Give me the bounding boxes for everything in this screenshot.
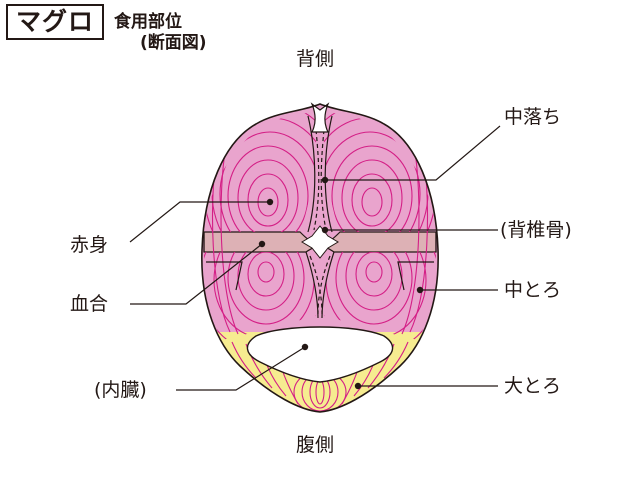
subtitle: 食用部位 (断面図) [114,12,274,54]
label-chiai: 血合 [70,293,109,315]
label-ventral-side: 腹側 [296,434,335,456]
label-chutoro: 中とろ [504,279,562,301]
leader-dots [258,176,424,390]
title-badge: マグロ [6,4,104,40]
viscera-region [246,326,394,383]
label-otoro: 大とろ [504,375,562,397]
subtitle-line2: (断面図) [140,33,207,53]
leader-lines [129,125,501,391]
label-nakaochi: 中落ち [504,106,562,128]
spine-cavity [301,225,339,259]
label-dorsal-side: 背側 [296,48,335,70]
body-outline [201,103,439,413]
spine-dashed-lines [309,129,331,315]
label-akami: 赤身 [70,234,109,256]
label-sekitsuikotsu: (背椎骨) [500,219,572,241]
leader-naizou [176,346,306,391]
subtitle-line1: 食用部位 [114,12,182,32]
leader-nakaochi [325,125,501,181]
label-naizou: (内臓) [94,379,147,401]
leader-akami [129,201,270,243]
leader-chiai [130,243,263,305]
